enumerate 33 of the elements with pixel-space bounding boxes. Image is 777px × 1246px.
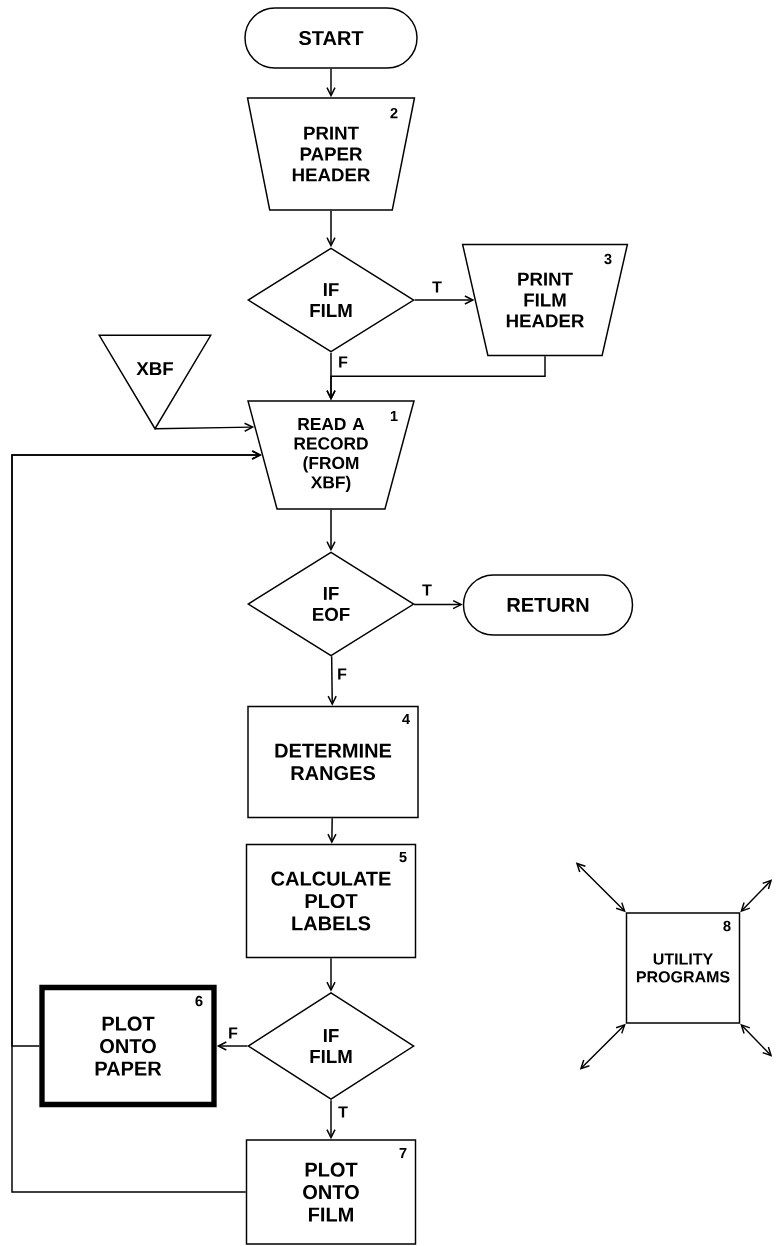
edge-label: T — [420, 583, 434, 597]
step-number: 6 — [195, 995, 203, 1007]
edge-label: T — [430, 280, 444, 294]
step-number: 4 — [402, 713, 410, 725]
step-number: 5 — [399, 851, 407, 863]
arrow — [575, 862, 626, 913]
step-number: 3 — [604, 253, 612, 265]
step-number: 1 — [390, 410, 398, 422]
step-number: 7 — [399, 1147, 407, 1159]
arrow — [327, 655, 337, 706]
step-number: 8 — [723, 920, 731, 932]
edge-label: F — [335, 667, 349, 681]
edge-label: F — [336, 355, 350, 369]
arrow — [326, 355, 546, 401]
edge-label: T — [336, 1105, 350, 1119]
arrow — [579, 1023, 626, 1070]
terminal-box: START — [244, 7, 418, 69]
arrow — [414, 295, 475, 305]
step-number: 2 — [390, 107, 398, 119]
arrow — [154, 422, 255, 432]
arrow — [327, 817, 337, 844]
arrow — [216, 1041, 248, 1051]
arrow — [326, 210, 336, 248]
arrow — [326, 1099, 336, 1140]
arrow — [326, 509, 336, 552]
terminal-box: RETURN — [462, 574, 634, 636]
arrow — [740, 879, 773, 913]
arrow — [413, 599, 463, 610]
edge-label: F — [226, 1026, 240, 1040]
arrow — [326, 957, 336, 992]
arrow — [326, 68, 336, 98]
arrow — [740, 1023, 773, 1057]
arrow — [11, 450, 262, 1193]
